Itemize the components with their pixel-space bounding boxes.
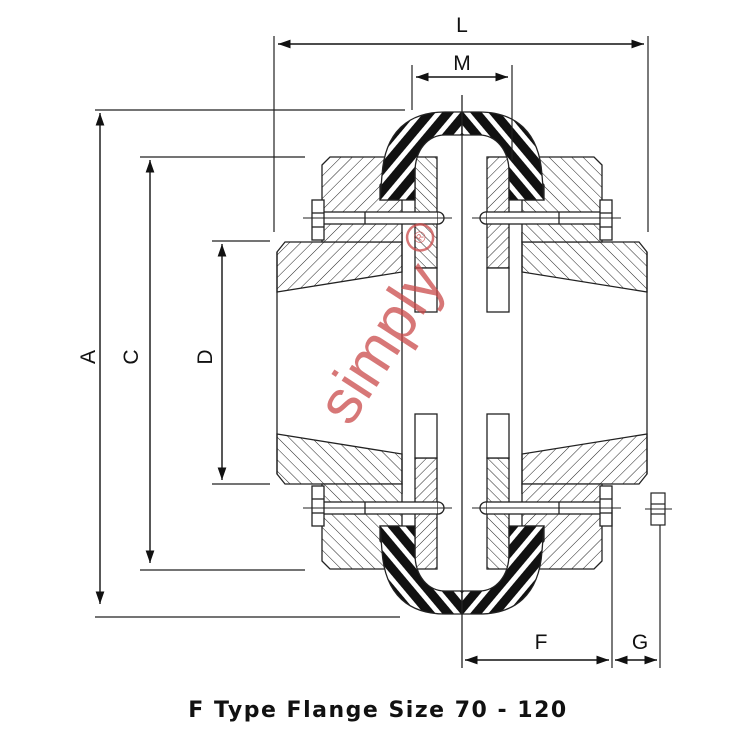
dim-label-C: C [120, 349, 143, 364]
dimension-arrows [95, 39, 657, 665]
dim-label-A: A [77, 350, 100, 364]
dim-label-L: L [456, 14, 468, 37]
coupling-section [276, 95, 648, 668]
figure-caption: F Type Flange Size 70 - 120 [188, 698, 568, 723]
registered-mark-circle [405, 223, 435, 252]
dim-label-F: F [535, 631, 548, 654]
extension-lines [95, 36, 672, 668]
dim-label-M: M [453, 52, 471, 75]
dim-label-D: D [194, 349, 217, 364]
dim-label-G: G [632, 631, 648, 654]
